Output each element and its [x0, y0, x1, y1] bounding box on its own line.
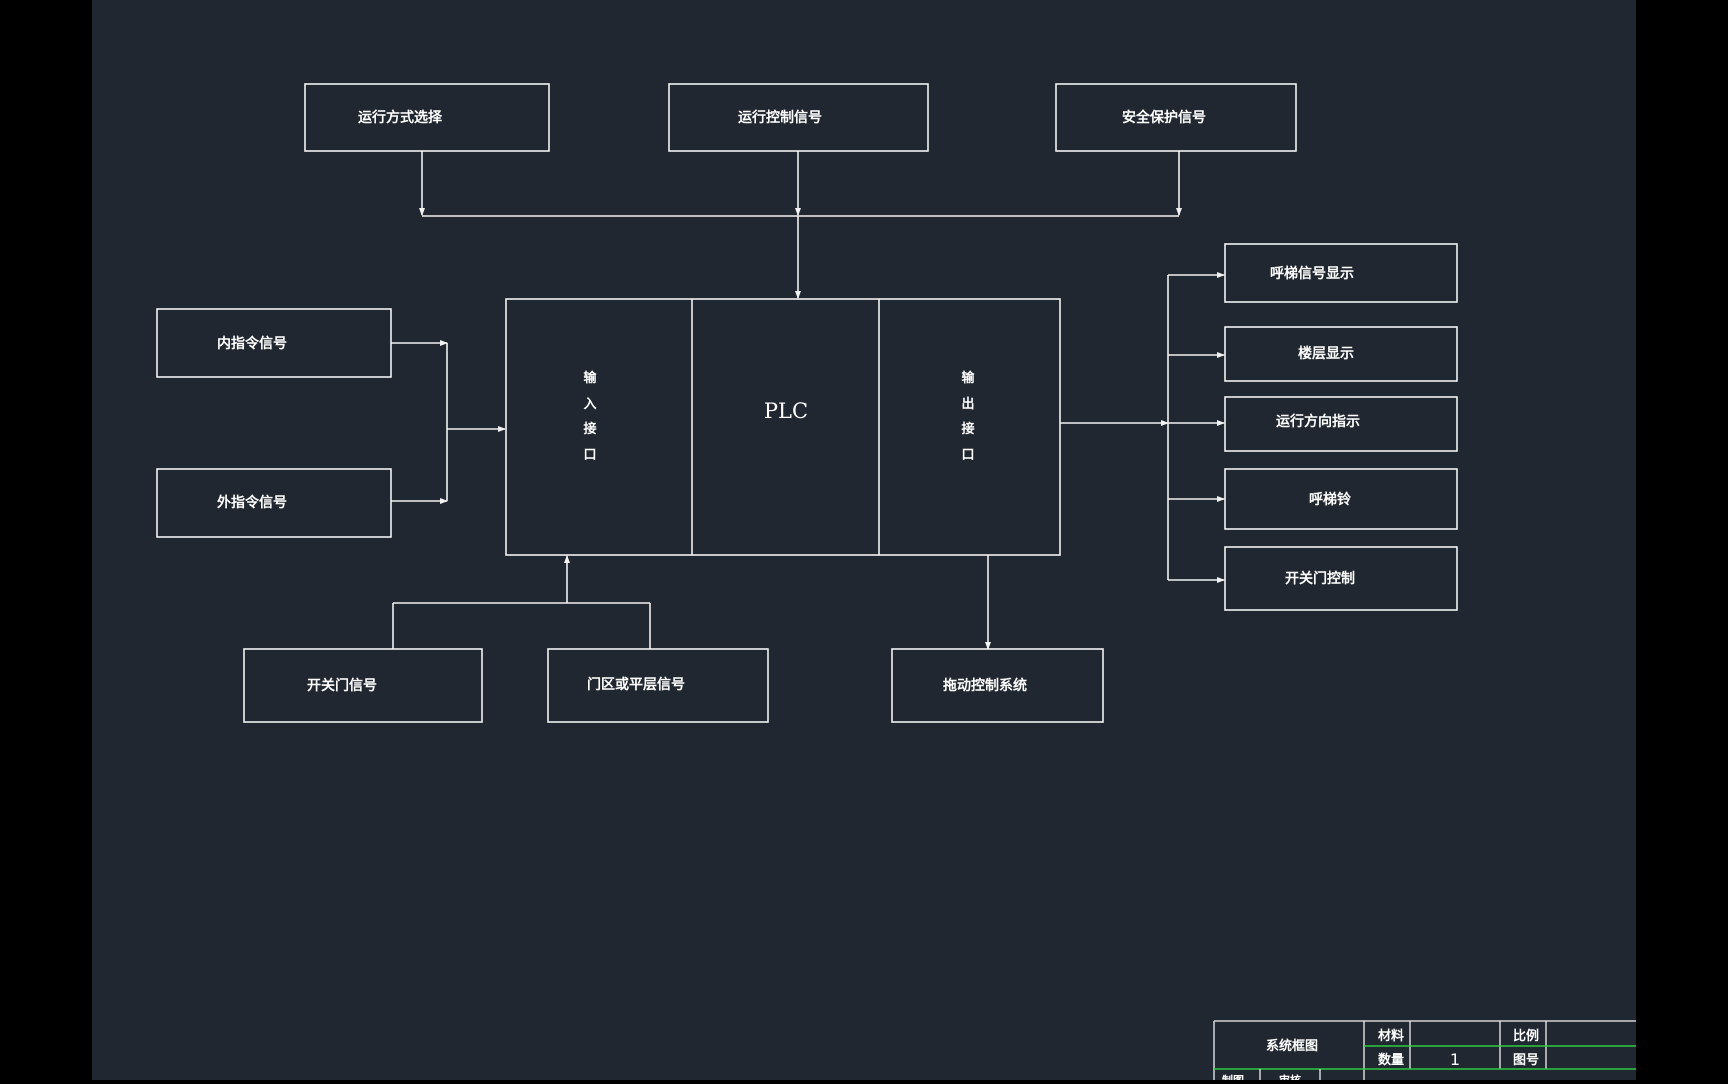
input-interface-char: 入 — [583, 397, 596, 412]
output-label: 开关门控制 — [1285, 570, 1355, 587]
outer-command-box[interactable]: 外指令信号 — [156, 468, 392, 538]
door-signal-label: 开关门信号 — [307, 677, 377, 694]
output-interface-char: 口 — [961, 448, 974, 463]
drive-control-label: 拖动控制系统 — [943, 677, 1027, 694]
drawing-no-label: 图号 — [1513, 1053, 1539, 1068]
bottom-input-connectors — [392, 555, 651, 649]
left-input-connectors — [391, 340, 506, 504]
plc-block[interactable] — [505, 298, 1061, 556]
drive-control-box[interactable]: 拖动控制系统 — [891, 648, 1104, 723]
output-interface-char: 接 — [961, 421, 974, 437]
zone-level-signal-label: 门区或平层信号 — [587, 676, 685, 693]
output-box-floor-display[interactable]: 楼层显示 — [1224, 326, 1458, 382]
input-interface-char: 接 — [583, 421, 596, 437]
plc-label: PLC — [764, 399, 808, 423]
output-box-door-control[interactable]: 开关门控制 — [1224, 546, 1458, 611]
input-interface-char: 输 — [583, 370, 597, 386]
output-label: 运行方向指示 — [1276, 413, 1360, 430]
inner-command-label: 内指令信号 — [217, 335, 287, 352]
material-label: 材料 — [1378, 1028, 1404, 1044]
scale-label: 比例 — [1513, 1028, 1539, 1044]
output-interface-section[interactable]: 输 出 接 口 — [961, 370, 975, 463]
drawing-canvas — [92, 0, 1636, 1080]
outer-command-label: 外指令信号 — [217, 494, 287, 511]
drawing-name: 系统框图 — [1266, 1038, 1318, 1054]
zone-level-signal-box[interactable]: 门区或平层信号 — [547, 648, 769, 723]
output-box-direction[interactable]: 运行方向指示 — [1224, 396, 1458, 452]
reviewed-by-label: 审核 — [1279, 1073, 1301, 1080]
output-interface-char: 出 — [961, 396, 974, 412]
output-box-call-bell[interactable]: 呼梯铃 — [1224, 468, 1458, 530]
output-label: 呼梯信号显示 — [1270, 265, 1354, 282]
top-bus-connectors — [419, 151, 1182, 299]
output-label: 呼梯铃 — [1309, 491, 1351, 508]
title-block: 系统框图 材料 数量 1 比例 图号 制图 审核 — [1213, 1020, 1636, 1084]
quantity-label: 数量 — [1378, 1052, 1404, 1068]
made-by-label: 制图 — [1222, 1073, 1244, 1080]
output-interface-char: 输 — [961, 370, 975, 386]
output-box-call-display[interactable]: 呼梯信号显示 — [1224, 243, 1458, 303]
output-label: 楼层显示 — [1298, 345, 1354, 362]
quantity-value: 1 — [1450, 1050, 1460, 1069]
safety-protect-box[interactable]: 安全保护信号 — [1055, 83, 1297, 152]
run-control-label: 运行控制信号 — [738, 109, 822, 126]
door-signal-box[interactable]: 开关门信号 — [243, 648, 483, 723]
input-interface-char: 口 — [583, 448, 596, 463]
mode-select-box[interactable]: 运行方式选择 — [304, 83, 550, 152]
mode-select-label: 运行方式选择 — [358, 109, 443, 126]
right-output-connectors — [1060, 272, 1225, 583]
safety-protect-label: 安全保护信号 — [1122, 109, 1206, 126]
input-interface-section[interactable]: 输 入 接 口 — [583, 370, 597, 463]
